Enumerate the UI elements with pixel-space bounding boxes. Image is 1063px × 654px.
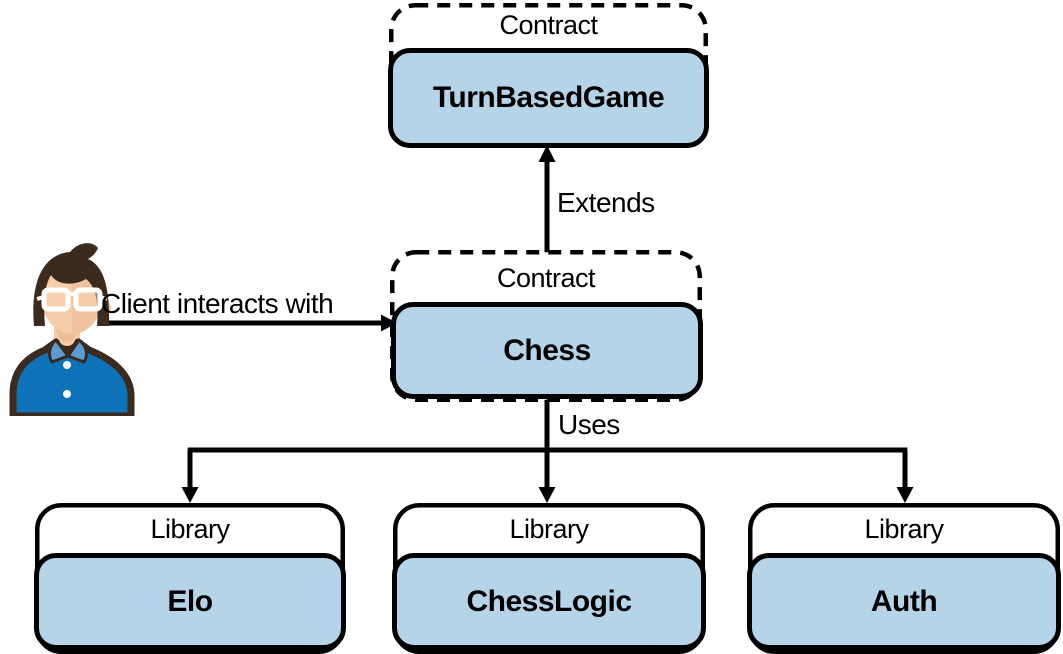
client-person-icon [9, 243, 135, 416]
library-group-auth: Library Auth [747, 503, 1061, 654]
node-turnbasedgame: TurnBasedGame [388, 48, 709, 148]
node-chess-label: Chess [503, 333, 591, 367]
contract-group-chess: Contract Chess [390, 250, 703, 402]
extends-edge-label: Extends [557, 187, 655, 218]
node-chesslogic: ChessLogic [392, 553, 706, 650]
node-chesslogic-label: ChessLogic [466, 584, 632, 618]
library-group-elo: Library Elo [34, 503, 346, 654]
node-auth: Auth [747, 553, 1061, 650]
node-turnbasedgame-label: TurnBasedGame [432, 81, 665, 114]
node-elo: Elo [34, 553, 346, 650]
library-group-chesslogic: Library ChessLogic [392, 503, 706, 654]
library-kind-label: Library [864, 514, 944, 544]
node-auth-label: Auth [870, 584, 938, 618]
contract-kind-label: Contract [499, 10, 598, 40]
node-elo-label: Elo [167, 584, 213, 618]
contract-kind-label: Contract [496, 263, 596, 293]
client-edge-label: Client interacts with [101, 288, 334, 319]
contract-group-turnbasedgame: Contract TurnBasedGame [388, 3, 709, 148]
uses-edge-label: Uses [558, 409, 620, 440]
library-kind-label: Library [150, 514, 230, 544]
library-kind-label: Library [509, 514, 589, 544]
node-chess: Chess [391, 302, 703, 399]
